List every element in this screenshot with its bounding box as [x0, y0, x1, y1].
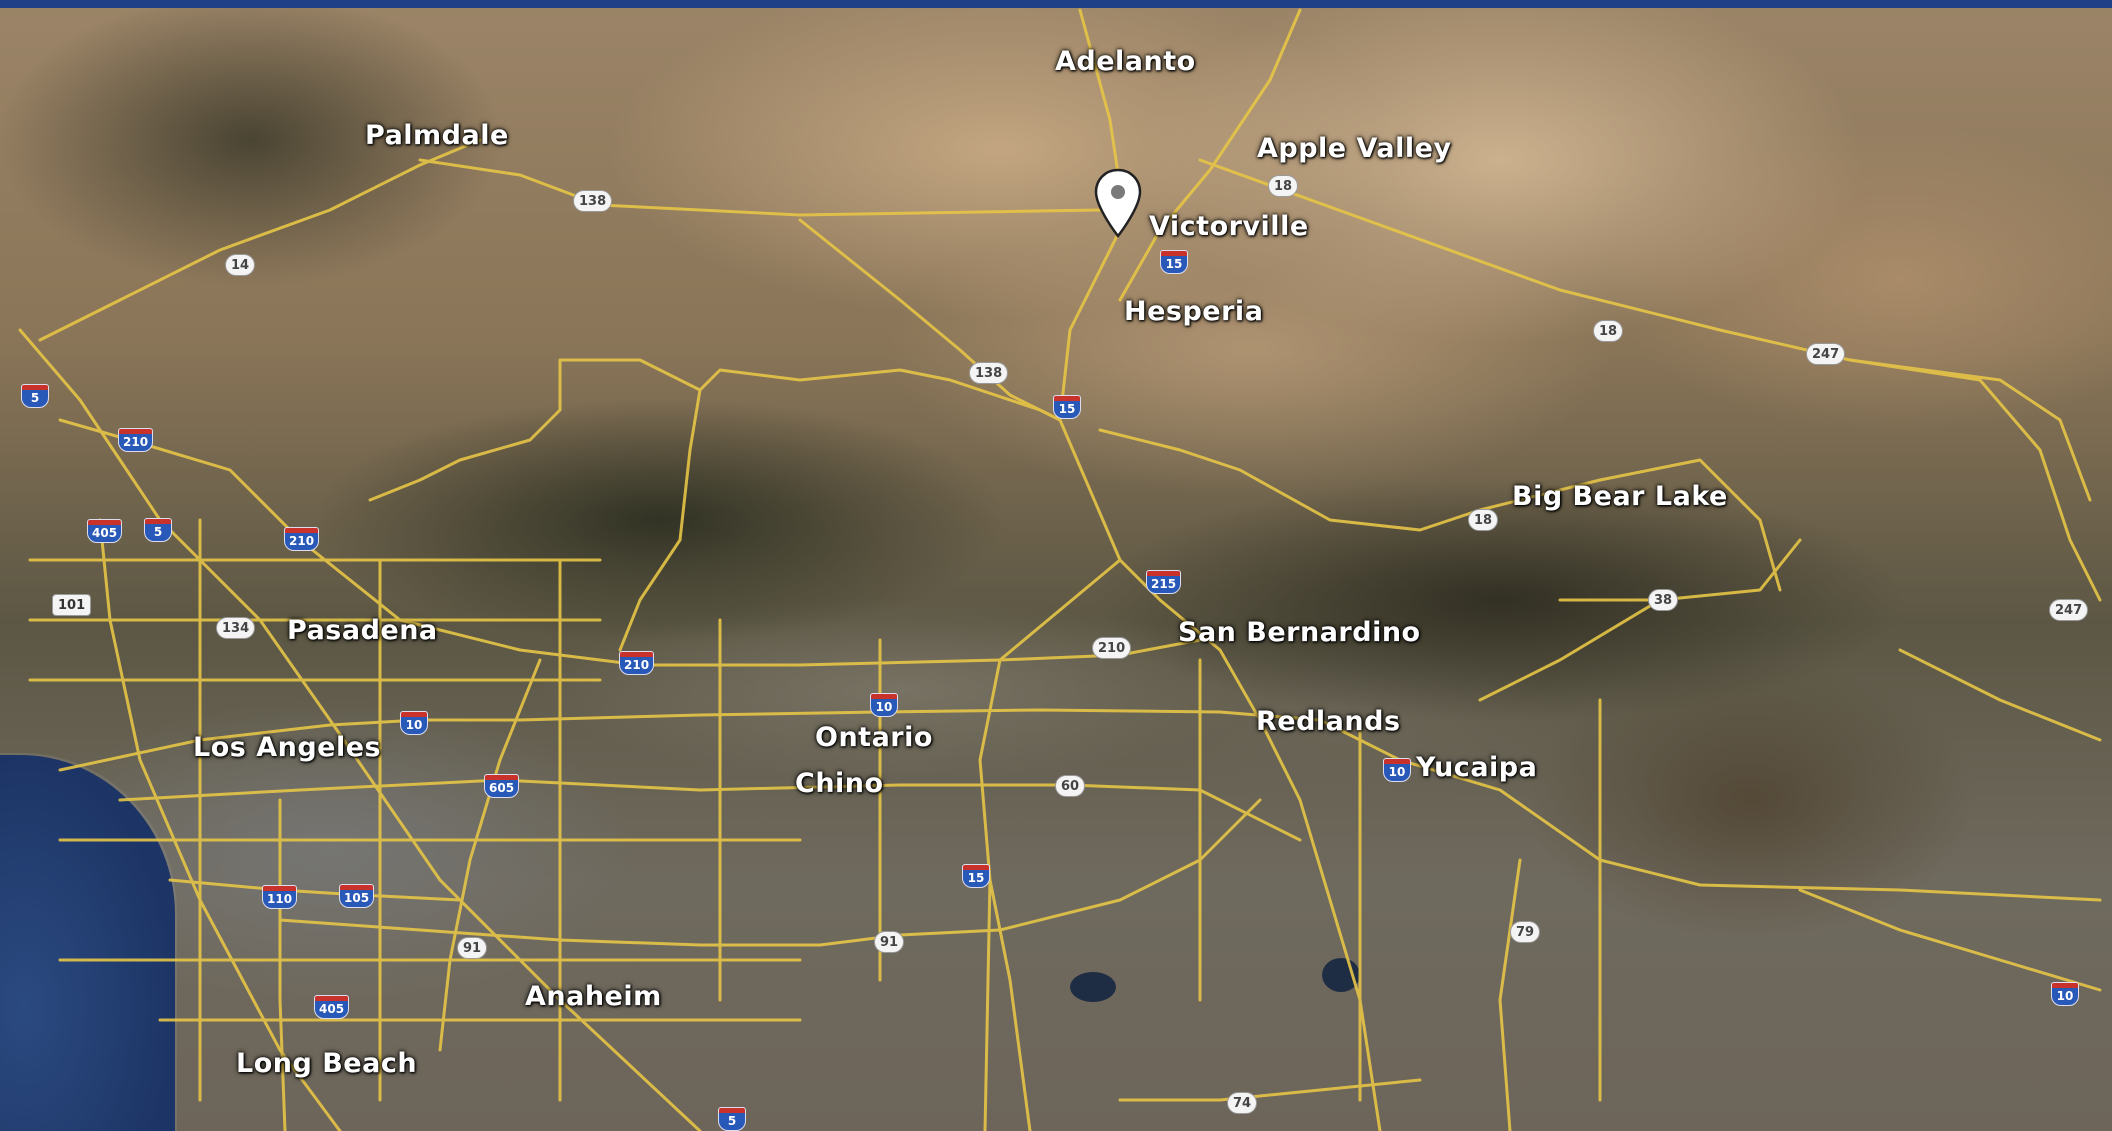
- route-shield: 5: [21, 384, 49, 408]
- route-shield: 134: [216, 617, 256, 639]
- route-shield: 15: [1160, 250, 1188, 274]
- city-label-yucaipa[interactable]: Yucaipa: [1416, 752, 1538, 783]
- route-shield: 210: [1092, 637, 1132, 659]
- city-label-los-angeles[interactable]: Los Angeles: [193, 732, 382, 763]
- route-shield: 91: [457, 937, 488, 959]
- lake: [1070, 972, 1116, 1002]
- city-label-chino[interactable]: Chino: [795, 768, 884, 799]
- route-shield: 15: [1053, 395, 1081, 419]
- city-label-pasadena[interactable]: Pasadena: [287, 615, 438, 646]
- route-shield: 210: [118, 428, 154, 452]
- route-shield: 405: [87, 519, 123, 543]
- route-shield: 91: [874, 931, 905, 953]
- city-label-redlands[interactable]: Redlands: [1256, 706, 1401, 737]
- route-shield: 110: [262, 885, 298, 909]
- route-shield: 215: [1146, 570, 1182, 594]
- route-shield: 10: [2051, 982, 2079, 1006]
- route-shield: 247: [2049, 599, 2089, 621]
- route-shield: 60: [1055, 775, 1086, 797]
- route-shield: 14: [225, 254, 256, 276]
- route-shield: 18: [1593, 320, 1624, 342]
- city-label-apple-valley[interactable]: Apple Valley: [1257, 133, 1452, 164]
- top-bar: [0, 0, 2112, 8]
- route-shield: 10: [870, 693, 898, 717]
- route-shield: 405: [314, 995, 350, 1019]
- city-label-ontario[interactable]: Ontario: [815, 722, 933, 753]
- location-pin-icon[interactable]: [1094, 168, 1142, 240]
- route-shield: 79: [1510, 921, 1541, 943]
- route-shield: 18: [1468, 509, 1499, 531]
- route-shield: 38: [1648, 589, 1679, 611]
- city-label-san-bernardino[interactable]: San Bernardino: [1178, 617, 1421, 648]
- route-shield: 105: [339, 884, 375, 908]
- route-shield: 74: [1227, 1092, 1258, 1114]
- route-shield: 210: [619, 651, 655, 675]
- city-label-victorville[interactable]: Victorville: [1149, 211, 1309, 242]
- route-shield: 210: [284, 527, 320, 551]
- route-shield: 138: [969, 362, 1009, 384]
- city-label-adelanto[interactable]: Adelanto: [1055, 46, 1196, 77]
- route-shield: 138: [573, 190, 613, 212]
- route-shield: 5: [144, 518, 172, 542]
- route-shield: 10: [1383, 758, 1411, 782]
- route-shield: 605: [484, 774, 520, 798]
- route-shield: 101: [52, 594, 92, 616]
- route-shield: 5: [718, 1107, 746, 1131]
- city-label-anaheim[interactable]: Anaheim: [525, 981, 662, 1012]
- route-shield: 18: [1268, 175, 1299, 197]
- city-label-big-bear-lake[interactable]: Big Bear Lake: [1512, 481, 1728, 512]
- city-label-palmdale[interactable]: Palmdale: [365, 120, 509, 151]
- route-shield: 247: [1806, 343, 1846, 365]
- city-label-hesperia[interactable]: Hesperia: [1124, 296, 1264, 327]
- city-label-long-beach[interactable]: Long Beach: [236, 1048, 418, 1079]
- route-shield: 15: [962, 864, 990, 888]
- route-shield: 10: [400, 711, 428, 735]
